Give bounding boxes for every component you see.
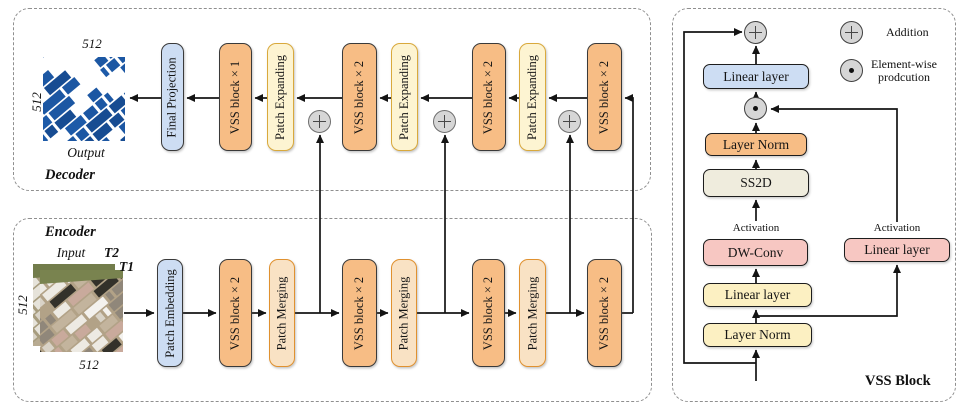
block-label: Layer Norm bbox=[724, 327, 791, 342]
block-label: VSS block × 2 bbox=[352, 60, 367, 134]
addition-icon bbox=[433, 110, 456, 133]
block-label: DW-Conv bbox=[727, 244, 784, 260]
block-label: Patch Expanding bbox=[525, 54, 539, 140]
encoder-vss-block-1: VSS block × 2 bbox=[219, 259, 252, 367]
block-label: Patch Merging bbox=[396, 276, 411, 350]
decoder-patch-expanding-3: Patch Expanding bbox=[519, 43, 546, 151]
decoder-patch-expanding-1: Patch Expanding bbox=[267, 43, 294, 151]
legend-product-line1: Element-wise bbox=[871, 57, 937, 71]
block-label: VSS block × 2 bbox=[597, 60, 612, 134]
encoder-vss-block-3: VSS block × 2 bbox=[472, 259, 505, 367]
activation-label-left: Activation bbox=[732, 222, 780, 234]
vss-linear-layer-top: Linear layer bbox=[703, 64, 809, 89]
vss-block-title: VSS Block bbox=[865, 373, 931, 389]
plus-glyph bbox=[748, 25, 763, 40]
decoder-patch-expanding-2: Patch Expanding bbox=[391, 43, 418, 151]
block-label: Linear layer bbox=[723, 68, 789, 84]
input-tag-t1: T1 bbox=[119, 259, 134, 274]
legend-product-icon bbox=[840, 59, 863, 82]
input-caption: Input bbox=[56, 245, 86, 260]
addition-icon bbox=[744, 21, 767, 44]
block-label: Patch Expanding bbox=[397, 54, 411, 140]
decoder-vss-block-2: VSS block × 2 bbox=[342, 43, 377, 151]
encoder-patch-merging-1: Patch Merging bbox=[269, 259, 295, 367]
addition-icon bbox=[558, 110, 581, 133]
decoder-vss-block-4: VSS block × 2 bbox=[587, 43, 622, 151]
block-label: SS2D bbox=[740, 175, 772, 190]
block-label: VSS block × 2 bbox=[352, 276, 367, 350]
addition-icon bbox=[308, 110, 331, 133]
decoder-panel bbox=[13, 8, 651, 191]
output-size-side: 512 bbox=[29, 92, 44, 112]
decoder-vss-block-1: VSS block × 1 bbox=[219, 43, 252, 151]
plus-glyph bbox=[844, 25, 859, 40]
block-label: Layer Norm bbox=[722, 136, 790, 152]
input-size-side: 512 bbox=[15, 295, 30, 315]
block-label: Patch Merging bbox=[525, 276, 539, 350]
block-label: Patch Embedding bbox=[162, 268, 177, 358]
block-label: Patch Merging bbox=[274, 276, 289, 350]
block-label: Patch Expanding bbox=[273, 54, 287, 140]
encoder-panel bbox=[13, 218, 652, 402]
decoder-final-projection-block: Final Projection bbox=[161, 43, 184, 151]
activation-label-right: Activation bbox=[873, 222, 921, 234]
vss-layer-norm-lower: Layer Norm bbox=[703, 323, 812, 347]
block-label: VSS block × 1 bbox=[228, 60, 243, 134]
vss-linear-layer-right: Linear layer bbox=[844, 238, 950, 262]
block-label: VSS block × 2 bbox=[228, 276, 243, 350]
legend-product-line2: prodcution bbox=[878, 70, 930, 84]
input-tag-t2: T2 bbox=[104, 245, 119, 260]
legend-addition-icon bbox=[840, 21, 863, 44]
block-label: VSS block × 2 bbox=[597, 276, 612, 350]
legend-product-label: Element-wise prodcution bbox=[868, 58, 940, 84]
output-image bbox=[43, 57, 125, 141]
decoder-vss-block-3: VSS block × 2 bbox=[472, 43, 506, 151]
vss-block-panel bbox=[672, 8, 956, 402]
vss-layer-norm-upper: Layer Norm bbox=[705, 133, 807, 156]
vss-linear-layer-lower: Linear layer bbox=[703, 283, 812, 307]
encoder-patch-merging-3: Patch Merging bbox=[519, 259, 546, 367]
vss-dw-conv-block: DW-Conv bbox=[703, 239, 808, 266]
output-size-top: 512 bbox=[82, 36, 102, 51]
encoder-title: Encoder bbox=[45, 224, 96, 240]
plus-glyph bbox=[312, 114, 327, 129]
dot-glyph bbox=[848, 67, 855, 74]
block-label: VSS block × 2 bbox=[481, 60, 496, 134]
block-label: Linear layer bbox=[724, 287, 791, 302]
decoder-title: Decoder bbox=[45, 167, 95, 183]
block-label: Linear layer bbox=[864, 242, 930, 257]
encoder-vss-block-2: VSS block × 2 bbox=[342, 259, 377, 367]
dot-glyph bbox=[752, 105, 759, 112]
plus-glyph bbox=[562, 114, 577, 129]
input-size-bottom: 512 bbox=[79, 357, 99, 372]
vss-ss2d-block: SS2D bbox=[703, 169, 809, 197]
block-label: VSS block × 2 bbox=[481, 276, 496, 350]
legend-addition-label: Addition bbox=[886, 25, 929, 39]
block-label: Final Projection bbox=[165, 56, 180, 138]
input-image-t1 bbox=[40, 270, 123, 352]
element-wise-product-icon bbox=[744, 97, 767, 120]
encoder-patch-merging-2: Patch Merging bbox=[391, 259, 417, 367]
encoder-patch-embedding-block: Patch Embedding bbox=[157, 259, 183, 367]
encoder-vss-block-4: VSS block × 2 bbox=[587, 259, 622, 367]
plus-glyph bbox=[437, 114, 452, 129]
output-caption: Output bbox=[67, 145, 105, 160]
